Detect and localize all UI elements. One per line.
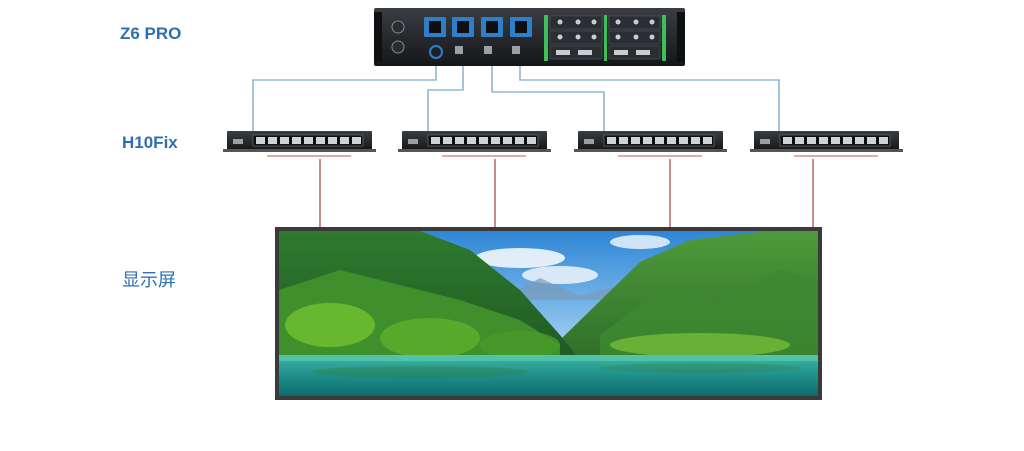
screen-label: 显示屏 [122, 270, 176, 290]
receiver-card-icon [223, 131, 376, 157]
controller-label: Z6 PRO [120, 24, 182, 43]
receiver-label: H10Fix [122, 133, 178, 152]
receiver-card-icon [574, 131, 727, 157]
network-cable-4 [519, 62, 780, 132]
receiver-card-icon [750, 131, 903, 157]
network-cable-1 [252, 62, 437, 132]
network-cable-3 [491, 62, 605, 132]
network-cable-2 [427, 62, 464, 132]
video-processor-icon [374, 8, 685, 66]
landscape-image-icon [279, 231, 818, 396]
display-screen [275, 227, 822, 400]
receiver-card-icon [398, 131, 551, 157]
display-cables [319, 159, 814, 228]
network-cables [252, 62, 780, 132]
